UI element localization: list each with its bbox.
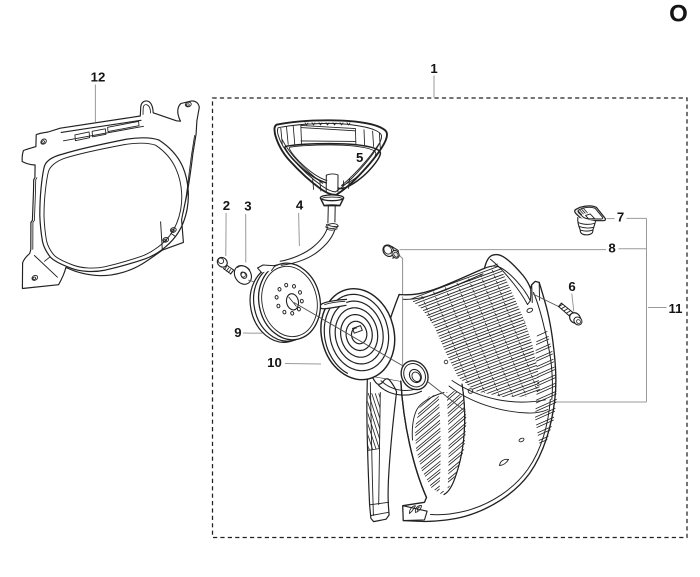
svg-text:O: O bbox=[669, 1, 688, 28]
svg-text:3: 3 bbox=[244, 199, 251, 214]
svg-text:5: 5 bbox=[356, 150, 363, 165]
svg-text:4: 4 bbox=[296, 197, 304, 212]
svg-text:2: 2 bbox=[223, 198, 230, 213]
svg-text:10: 10 bbox=[267, 355, 282, 370]
svg-text:7: 7 bbox=[617, 210, 624, 225]
svg-text:6: 6 bbox=[568, 279, 575, 294]
svg-text:8: 8 bbox=[608, 241, 615, 256]
svg-text:11: 11 bbox=[669, 301, 683, 316]
svg-text:12: 12 bbox=[91, 69, 106, 84]
svg-text:1: 1 bbox=[430, 61, 437, 76]
svg-text:9: 9 bbox=[234, 325, 241, 340]
